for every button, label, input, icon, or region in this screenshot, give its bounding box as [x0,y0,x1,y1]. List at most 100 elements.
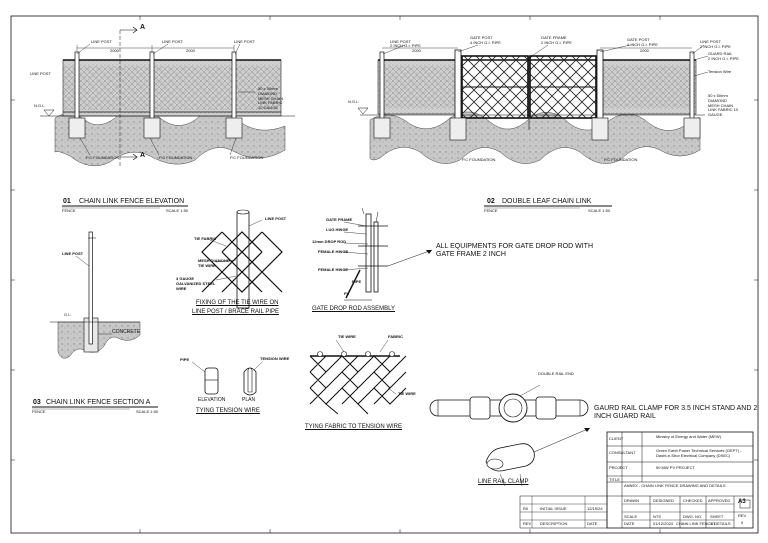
gate-frame-label: GATE FRAME [541,35,567,40]
title-tying-tension: TYING TENSION WIRE [196,408,260,414]
drop-female-hinge-label-2: FEMALE HINGE [318,267,349,272]
elev-dim-2: 2000 [186,48,195,53]
elev-line-post-right: LINE POST [234,39,255,44]
tie-galv-label: 3 GAUGE GALVANIZED STEEL WIRE [176,276,216,291]
title-03-ref: FENCE [32,409,46,414]
title-02-ref: FENCE [484,208,498,213]
tt-pipe-label: PIPE [180,357,190,362]
drop-lug-hinge-label: LUG HINGE [326,227,349,232]
drop-rod-label: 12mm DROP ROD [312,239,347,244]
gate-guard-rail-sub: 2 INCH G.I. PIPE [708,56,739,61]
title-tying-fabric: TYING FABRIC TO TENSION WIRE [305,424,403,430]
tie-mesh-label: MESH DIAMOND [198,258,230,263]
title-tie-wire-2: LINE POST / BRACE RAIL PIPE [192,309,280,315]
tb-consultant: Green Earth Power Technical Services (GE… [656,448,742,458]
tt-plan-label: PLAN [242,397,256,403]
gate-line-post-left: LINE POST [390,39,411,44]
gate-dim-1: 2000 [412,48,421,53]
tb-client: Ministry of Energy and Water (MEW) [656,434,721,439]
elev-foundation-2: P.C FOUNDATION [159,155,193,160]
tie-fabric-label: TIE FABRIC [194,236,217,241]
sec-gl: G.L [64,312,71,317]
tying-tension-detail [191,361,263,396]
tb-rev-row-1-date: 12/19/24 [587,506,603,511]
title-01-scale: SCALE 1:50 [166,208,189,213]
title-02-number: 02 [487,198,495,205]
title-03: CHAIN LINK FENCE SECTION A [46,399,151,406]
title-03-scale: SCALE 1:50 [136,409,159,414]
elev-mesh-note: 50 x 50mm DIAMOND MESH CHAIN LINK FABRIC… [258,86,284,111]
tb-rev: 0 [741,520,744,525]
gate-foundation-2: P.C FOUNDATION [604,157,638,162]
elev-foundation-3: P.C FOUNDATION [230,155,264,160]
gate-mesh-note: 50 x 50mm DIAMOND MESH CHAIN LINK FABRIC… [708,93,739,118]
drop-gate-frame-label: GATE FRAME [326,217,353,222]
gate-post-right: GATE POST [627,37,650,42]
gate-dim-2: 2000 [640,48,649,53]
drop-pipe-label: PIPE [352,279,362,284]
tb-rev-label: REV [738,513,747,518]
tb-size: A3 [738,499,746,505]
gate-foundation-1: P.C FOUNDATION [462,157,496,162]
title-lines [32,205,612,410]
tb-col-rev: REV [523,521,532,526]
sec-concrete: CONCRETE [112,329,141,335]
elev-line-post-side: LINE POST [30,71,51,76]
tb-dwg: CHAIN LINK FENCE DETAILS [676,521,731,526]
tying-fabric-detail [309,339,407,415]
gate-guard-rail: GUARD RAIL [708,51,733,56]
gate-line-post-right: LINE POST [700,39,721,44]
tb-rev-row-1: R0 [523,506,529,511]
gate-tension-wire: Tension Wire [708,69,732,74]
elev-foundation-1: P.C FOUNDATION [86,155,120,160]
rail-clamp-detail [429,384,591,487]
tt-elevation-label: ELEVATION [198,397,226,403]
elev-dim-1: 2000 [110,48,119,53]
gate-ngl: N.G.L [348,99,359,104]
title-block-grid [519,431,754,529]
tt-tension-label: TENSION WIRE [260,356,290,361]
title-03-number: 03 [33,399,41,406]
tb-col-date: DATE [587,521,598,526]
gate-frame-sub: 2 INCH G.I. PIPE [541,40,572,45]
tb-title: ANNEX - CHAIN LINK FENCE DRAWING AND DET… [624,483,726,488]
tb-dwg-label: DWG. NO. [683,514,703,519]
gate-post-left-sub: 4 INCH G.I. PIPE [470,40,501,45]
tb-client-label: CLIENT [609,436,624,441]
clamp-double-label: DOUBLE RAIL END [538,371,574,376]
gate-post-right-sub: 4 INCH G.I. PIPE [627,42,658,47]
tf-tie-wire-label: TIE WIRE [338,334,356,339]
tb-drawn: DRAWN [624,498,639,503]
tb-consultant-label: CONSULTANT [609,450,636,455]
tf-fabric-label: FABRIC [388,334,403,339]
fence-elevation [40,26,295,168]
gate-elevation [357,44,709,164]
tb-scale-label: SCALE [624,514,638,519]
tb-scale: NTS [653,514,661,519]
fence-section [50,231,141,359]
title-01: CHAIN LINK FENCE ELEVATION [79,198,185,205]
elev-ngl: N.G.L [34,103,45,108]
elev-line-post-mid: LINE POST [162,39,183,44]
section-mark-top: A [140,24,146,31]
gate-line-post-sub: 2 INCH G.I. PIPE [390,43,421,48]
title-rail-clamp: LINE RAIL CLAMP [478,479,529,485]
drop-callout: ALL EQUIPMENTS FOR GATE DROP ROD WITH GA… [436,243,593,259]
tb-checked: CHECKED [683,498,703,503]
title-02: DOUBLE LEAF CHAIN LINK [502,198,592,205]
tb-col-desc: DESCRIPTION [540,521,568,526]
tb-date: 01/12/2024 [653,521,674,526]
drop-rod-detail [343,207,433,301]
sec-line-post: LINE POST [62,251,84,256]
tb-sheet: 1/1 [710,521,716,526]
tb-date-label: DATE [624,521,635,526]
drop-fl-label: FL [344,291,349,296]
tb-approved: APPROVED [708,498,731,503]
tb-project: 50 MW PV PROJECT [656,465,695,470]
tb-project-label: PROJECT [609,465,628,470]
tie-tie-wire-label: TIE WIRE [198,263,216,268]
drop-female-hinge-label: FEMALE HINGE [318,249,349,254]
title-01-number: 01 [63,198,71,205]
